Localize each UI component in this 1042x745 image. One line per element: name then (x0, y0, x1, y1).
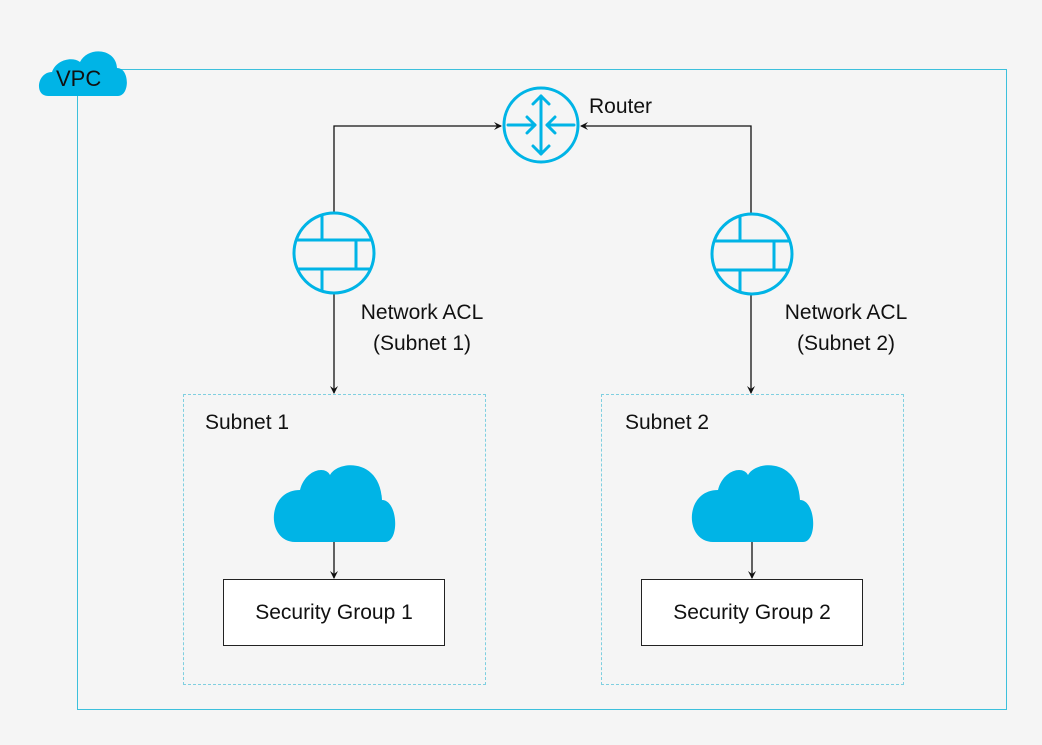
acl1-to-router-line (333, 122, 502, 213)
vpc-cloud-icon (38, 51, 127, 96)
subnet-1-cloud-icon (273, 465, 396, 542)
firewall-icon-acl1 (292, 211, 376, 295)
firewall-icon-acl2 (710, 212, 794, 296)
security-group-1-label: Security Group 1 (255, 600, 413, 624)
subnet-2-boundary (601, 394, 904, 685)
acl-2-label: Network ACL (Subnet 2) (766, 297, 926, 359)
acl-1-label-line2: (Subnet 1) (372, 332, 472, 355)
acl-2-label-line2: (Subnet 2) (796, 332, 896, 355)
acl2-to-router-line (580, 122, 752, 213)
acl-2-label-line1: Network ACL (784, 301, 908, 324)
router-icon (502, 86, 580, 164)
subnet-1-boundary (183, 394, 486, 685)
vpc-label: VPC (56, 66, 102, 91)
subnet-1-label: Subnet 1 (205, 411, 290, 434)
security-group-2-label: Security Group 2 (673, 600, 831, 624)
acl-1-label: Network ACL (Subnet 1) (342, 297, 502, 359)
acl-1-label-line1: Network ACL (360, 301, 484, 324)
subnet-2-cloud-icon (691, 465, 814, 542)
security-group-2-box: Security Group 2 (641, 579, 863, 646)
vpc-boundary (77, 69, 1007, 710)
security-group-1-box: Security Group 1 (223, 579, 445, 646)
router-label: Router (589, 95, 653, 118)
subnet-2-label: Subnet 2 (625, 411, 710, 434)
